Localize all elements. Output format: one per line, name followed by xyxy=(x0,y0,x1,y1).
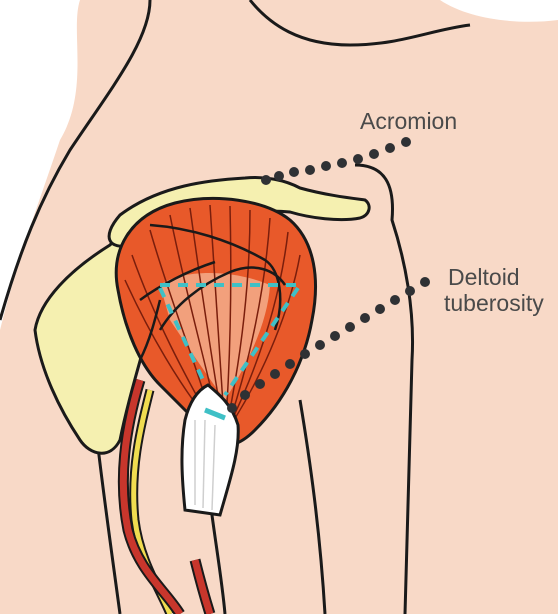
label-deltoid: Deltoid xyxy=(448,264,520,291)
label-tuberosity: tuberosity xyxy=(444,290,544,317)
label-acromion: Acromion xyxy=(360,108,457,135)
